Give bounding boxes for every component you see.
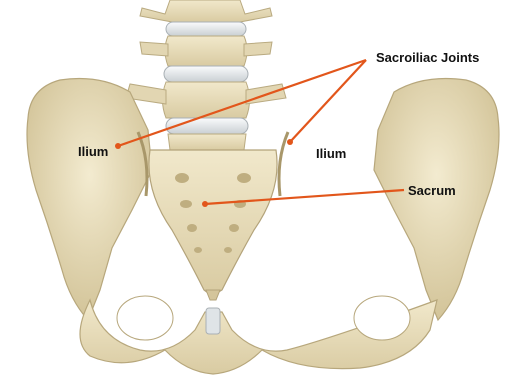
lumbar-vertebrae [126,0,286,150]
label-sacrum: Sacrum [408,183,456,198]
right-ilium [374,79,499,321]
leader-dot-si-right [287,139,293,145]
leader-dot-si-left [115,143,121,149]
left-ilium [27,79,152,321]
leader-dot-sacrum [202,201,208,207]
label-ilium-left: Ilium [78,144,108,159]
label-sacroiliac-joints: Sacroiliac Joints [376,50,479,65]
label-ilium-right: Ilium [316,146,346,161]
sacrum-bone [149,150,277,300]
